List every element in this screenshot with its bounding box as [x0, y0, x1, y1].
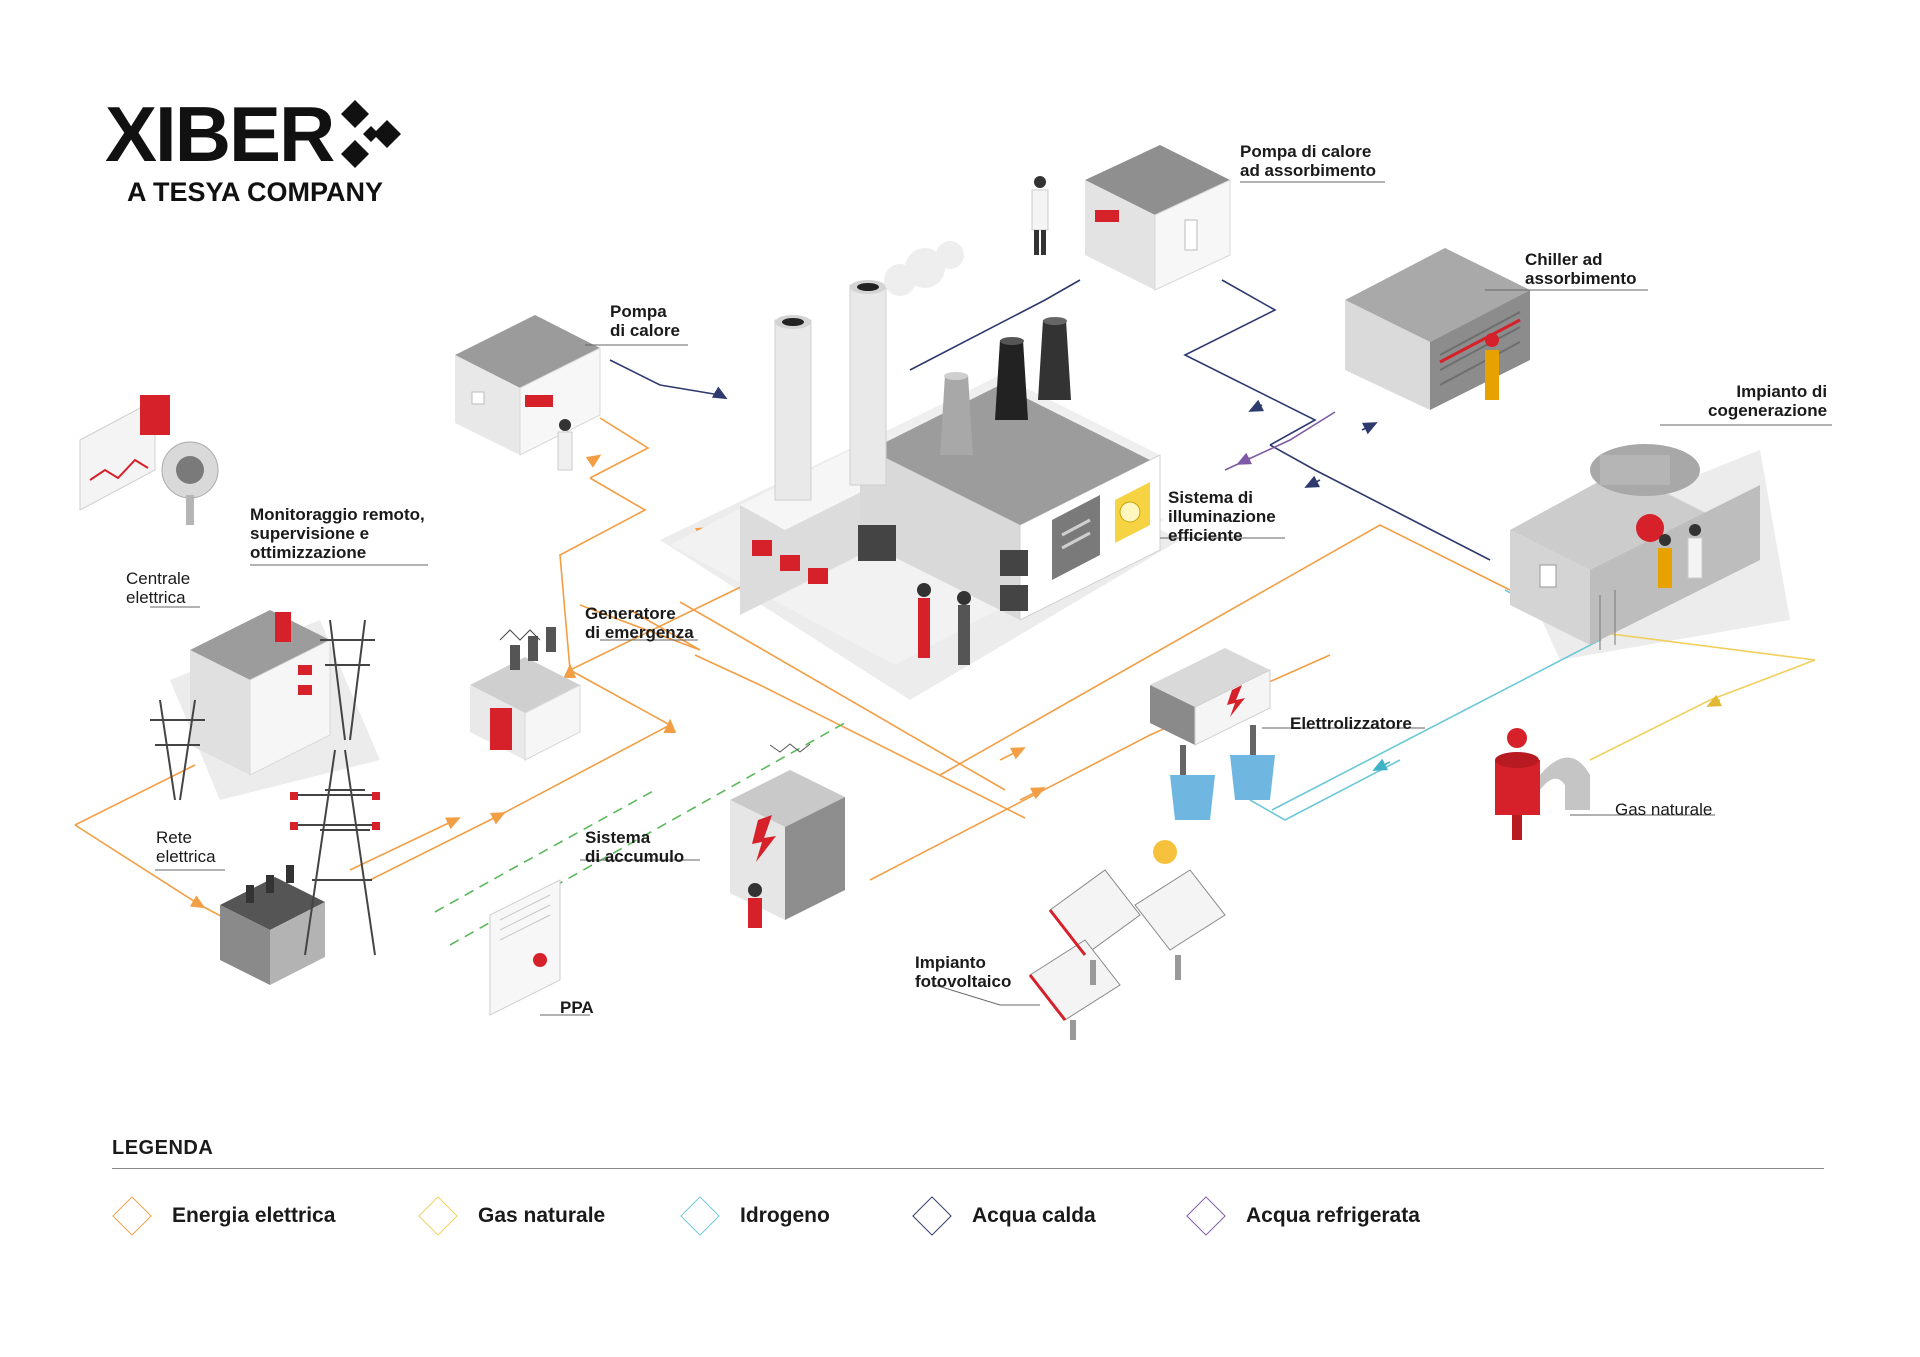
legend-title: LEGENDA: [112, 1137, 214, 1159]
diamond-calda-icon: [912, 1196, 952, 1236]
absorption-chiller: [1345, 248, 1530, 410]
legend-divider: [112, 1168, 1824, 1169]
solar-panels: [1028, 840, 1226, 1040]
factory-main: [670, 241, 1165, 665]
grid-transformer: [220, 749, 380, 985]
label-line: ad assorbimento: [1240, 161, 1377, 180]
label-accumulo: Sistema di accumulo: [585, 828, 684, 866]
legend-item-energia: Energia elettrica: [112, 1196, 335, 1236]
diamond-idrogeno-icon: [680, 1196, 720, 1236]
brand-tagline: A TESYA COMPANY: [127, 177, 384, 207]
legend-label: Idrogeno: [740, 1204, 830, 1227]
gas-valve: [1495, 728, 1590, 840]
label-line: di emergenza: [585, 623, 694, 642]
label-line: Rete: [156, 828, 192, 847]
label-monitoraggio: Monitoraggio remoto, supervisione e otti…: [250, 505, 425, 562]
label-illuminazione: Sistema di illuminazione efficiente: [1168, 488, 1276, 545]
legend-label: Energia elettrica: [172, 1204, 336, 1227]
brand-name: XIBER: [105, 90, 335, 178]
label-line: efficiente: [1168, 526, 1243, 545]
label-chiller: Chiller ad assorbimento: [1525, 250, 1636, 288]
label-line: fotovoltaico: [915, 972, 1012, 991]
label-line: di calore: [610, 321, 680, 340]
label-line: elettrica: [126, 588, 186, 607]
label-line: Gas naturale: [1615, 800, 1713, 819]
label-pompa: Pompa di calore: [610, 302, 680, 340]
diamond-gas-icon: [418, 1196, 458, 1236]
calda-lines: [609, 279, 1491, 561]
diamond-energia-icon: [112, 1196, 152, 1236]
electrolyzer: [1150, 648, 1275, 820]
cogeneration-plant: [1510, 444, 1760, 650]
label-generatore: Generatore di emergenza: [585, 604, 694, 642]
refrigerata-lines: [1224, 411, 1336, 471]
label-cogenerazione: Impianto di cogenerazione: [1708, 382, 1827, 420]
legend-item-refrigerata: Acqua refrigerata: [1186, 1196, 1420, 1236]
label-gas-naturale: Gas naturale: [1615, 800, 1712, 819]
diamond-refrigerata-icon: [1186, 1196, 1226, 1236]
label-line: Pompa: [610, 302, 667, 321]
emergency-generator: [470, 627, 581, 761]
label-line: elettrica: [156, 847, 216, 866]
legend-label: Gas naturale: [478, 1204, 606, 1227]
label-centrale: Centrale elettrica: [126, 569, 190, 607]
label-line: Impianto di: [1736, 382, 1828, 401]
ppa-document: [489, 879, 561, 1016]
label-line: PPA: [560, 998, 594, 1017]
legend-label: Acqua calda: [972, 1204, 1096, 1227]
label-line: Sistema di: [1168, 488, 1254, 507]
label-line: di accumulo: [585, 847, 685, 866]
label-fotovoltaico: Impianto fotovoltaico: [915, 953, 1011, 991]
storage-system: [730, 743, 845, 928]
legend-item-gas: Gas naturale: [418, 1196, 605, 1236]
heat-pump: [455, 315, 601, 471]
label-line: Sistema: [585, 828, 651, 847]
legend-item-calda: Acqua calda: [912, 1196, 1096, 1236]
label-line: ottimizzazione: [250, 543, 367, 562]
gas-lines: [1579, 629, 1816, 761]
brand-mark-icon: [341, 100, 402, 168]
label-rete: Rete elettrica: [156, 828, 216, 866]
legend-label: Acqua refrigerata: [1246, 1204, 1420, 1227]
label-elettrolizzatore: Elettrolizzatore: [1290, 714, 1412, 733]
absorption-heat-pump: [1031, 145, 1231, 291]
label-line: cogenerazione: [1708, 401, 1828, 420]
monitoring-station: [79, 395, 219, 525]
label-ppa: PPA: [560, 998, 594, 1017]
label-line: illuminazione: [1168, 507, 1276, 526]
label-line: Generatore: [585, 604, 676, 623]
leader-lines: [150, 181, 1832, 1016]
label-pompa-assorbimento: Pompa di calore ad assorbimento: [1240, 142, 1376, 180]
label-line: Monitoraggio remoto,: [250, 505, 425, 524]
legend-item-idrogeno: Idrogeno: [680, 1196, 830, 1236]
label-line: Elettrolizzatore: [1290, 714, 1412, 733]
power-station: [150, 610, 375, 801]
label-line: Centrale: [126, 569, 191, 588]
label-line: Impianto: [915, 953, 986, 972]
label-line: assorbimento: [1525, 269, 1637, 288]
brand-logo: XIBER A TESYA COMPANY: [105, 95, 407, 208]
label-line: supervisione e: [250, 524, 370, 543]
label-line: Pompa di calore: [1240, 142, 1372, 161]
label-line: Chiller ad: [1525, 250, 1603, 269]
